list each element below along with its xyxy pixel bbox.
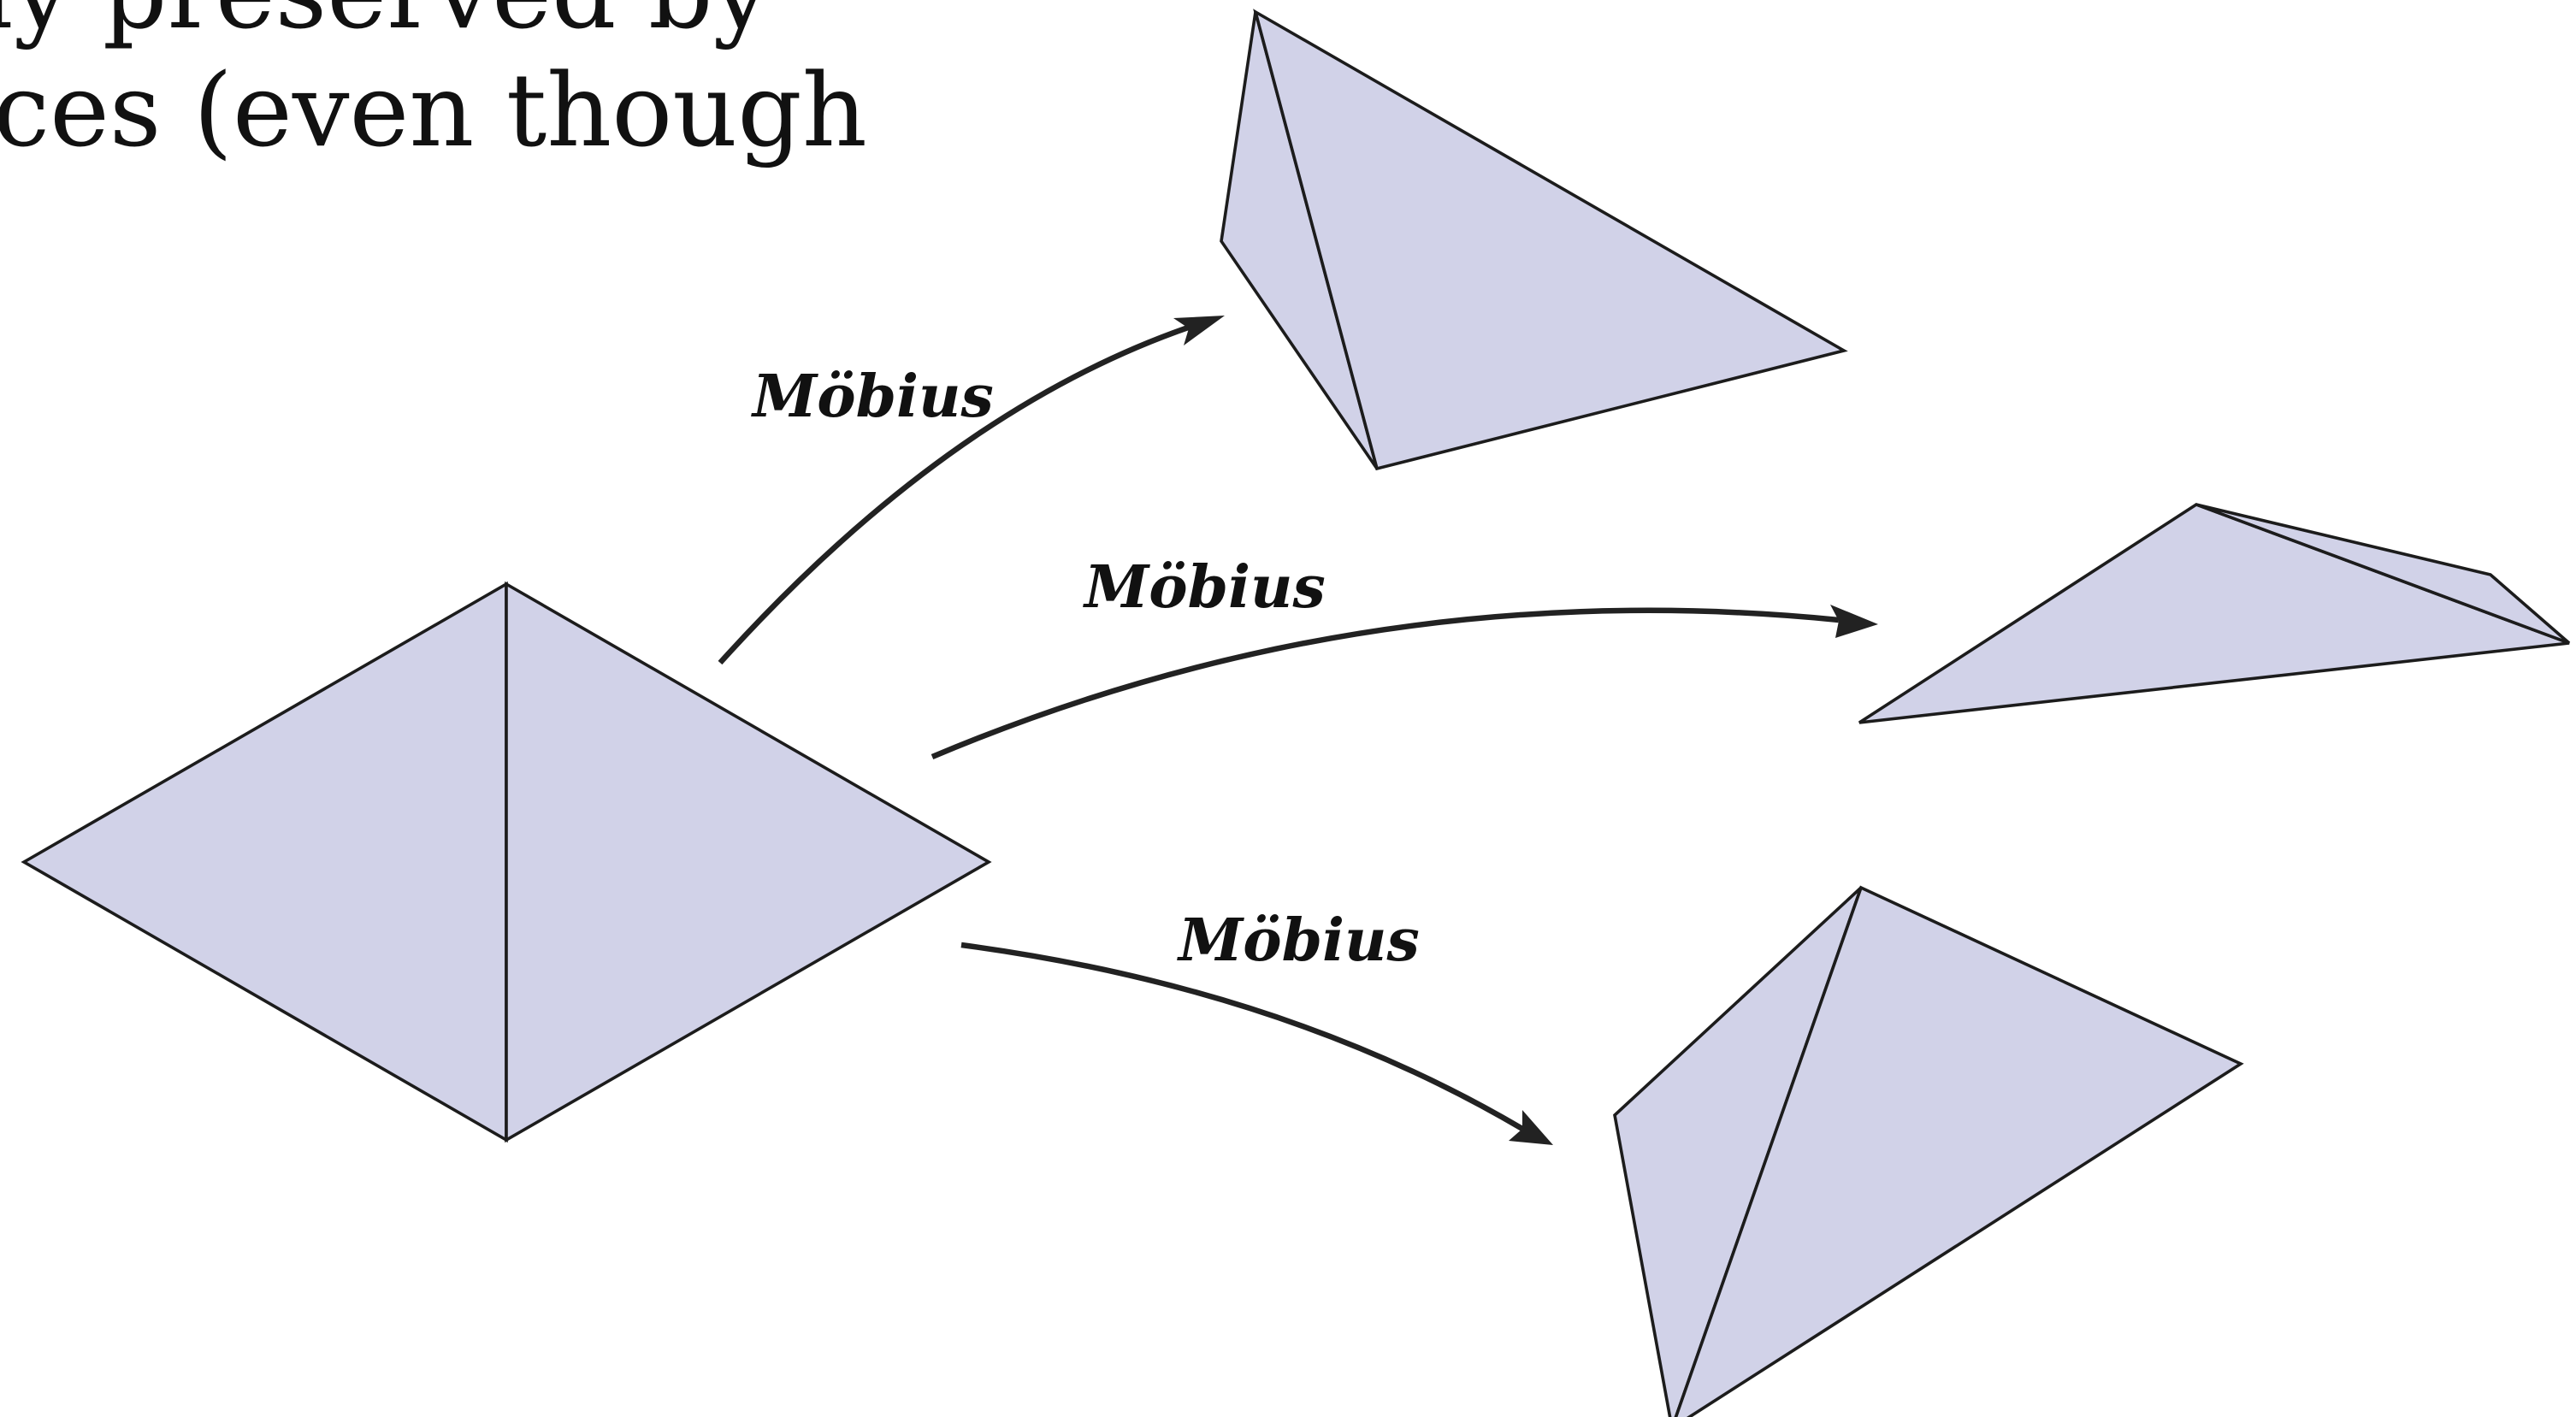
arrowhead-middle [1830,605,1878,638]
source-mesh [21,581,992,1143]
target-mesh-top [1220,9,1848,471]
bottom-triangle-right [1674,885,2244,1417]
mobius-label-middle: Möbius [1083,553,1326,622]
mobius-label-bottom: Möbius [1177,906,1420,975]
arrowhead-bottom [1509,1110,1553,1145]
source-triangle-right [505,581,992,1143]
text-line-1: ly preserved by [0,0,771,51]
target-mesh-middle [1858,502,2571,724]
mobius-arrow-middle: Möbius [931,553,1878,759]
text-line-2: ces (even though [0,51,867,169]
mobius-label-top: Möbius [751,363,994,431]
mobius-arrow-top: Möbius [718,316,1225,665]
middle-triangle-large [1858,502,2570,724]
source-triangle-left [21,581,508,1143]
arrowhead-top [1173,316,1225,345]
target-mesh-bottom [1613,885,2244,1417]
mobius-arrow-bottom: Möbius [960,906,1553,1145]
top-triangle-right [1253,9,1848,471]
middle-triangle-sliver [2195,503,2571,645]
